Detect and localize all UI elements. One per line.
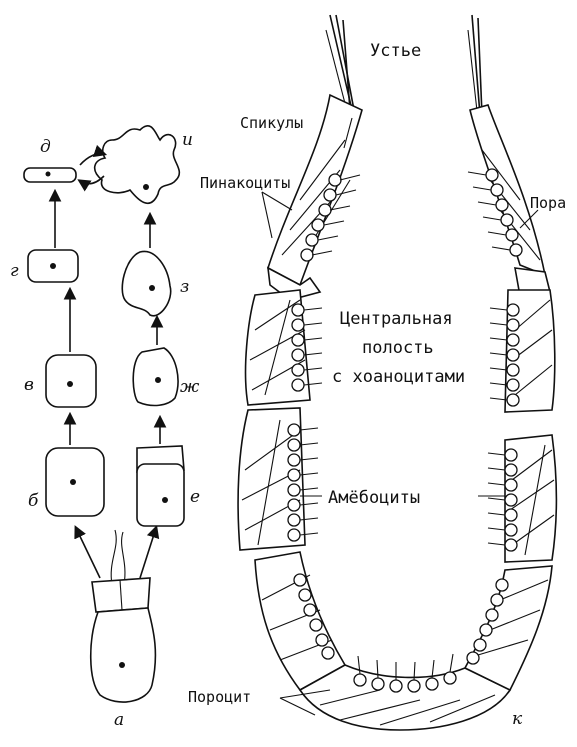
label-central-cavity-2: полость (362, 338, 434, 358)
left-wall-block-4 (255, 552, 345, 690)
label-zh: ж (180, 377, 200, 397)
cell-e (137, 446, 184, 526)
cell-v (46, 355, 96, 407)
label-z: з (180, 277, 189, 297)
arrow-a-to-b (76, 528, 100, 578)
label-porocyte: Пороцит (188, 688, 251, 706)
label-central-cavity-3: с хоаноцитами (332, 367, 465, 387)
label-d: д (40, 137, 51, 157)
cell-g (28, 250, 78, 282)
cell-a-choanocyte (91, 530, 156, 702)
cell-d (24, 168, 76, 182)
cell-b (46, 448, 104, 516)
cell-transformation-series (24, 126, 184, 702)
spicule-bundle-right (468, 15, 482, 120)
label-i: и (182, 130, 193, 150)
arrow-a-to-e (140, 528, 156, 578)
label-pore: Пора (530, 194, 566, 212)
leader-pinacocytes-b (262, 192, 272, 238)
label-e: е (190, 487, 200, 507)
cell-zh (133, 348, 178, 405)
label-spicules: Спикулы (240, 114, 303, 132)
label-a: а (114, 710, 124, 730)
label-b: б (28, 491, 39, 511)
leader-pinacocytes-a (262, 192, 292, 210)
right-wall-collar-cells-3 (488, 449, 517, 551)
cell-z (122, 251, 170, 315)
cell-i (95, 126, 180, 203)
label-ostium: Устье (370, 41, 421, 61)
label-pinacocytes: Пинакоциты (200, 174, 290, 192)
label-g: г (10, 261, 19, 281)
label-v: в (24, 375, 34, 395)
label-central-cavity-1: Центральная (340, 309, 453, 329)
label-amoebocytes: Амёбоциты (328, 488, 420, 508)
right-wall-collar-cells-2 (490, 304, 519, 406)
label-k: к (512, 709, 523, 729)
